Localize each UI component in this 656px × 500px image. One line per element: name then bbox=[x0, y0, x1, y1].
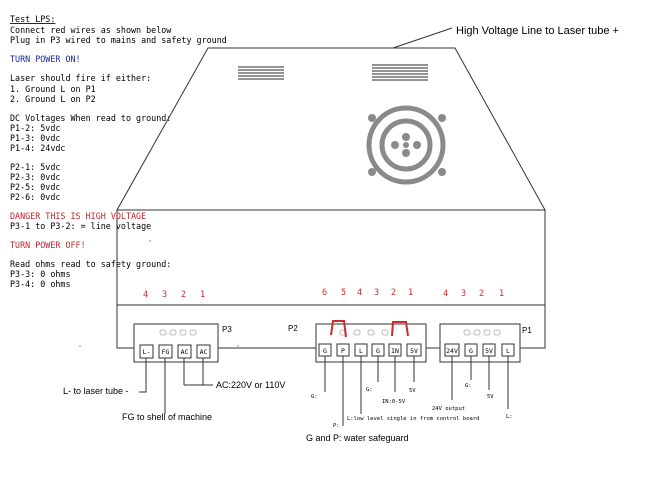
notes-line: P3-4: 0 ohms bbox=[10, 279, 71, 289]
pin-number: 3 bbox=[162, 290, 167, 300]
p1-pin-label: 24V bbox=[446, 347, 458, 355]
pin-desc: 5V bbox=[409, 388, 416, 394]
high-voltage-label: High Voltage Line to Laser tube + bbox=[456, 25, 619, 37]
notes-line: P2-1: 5vdc bbox=[10, 162, 60, 172]
power-on-heading: TURN POWER ON! bbox=[10, 54, 81, 64]
pin-numbers: 4 3 2 1 6 5 4 3 2 1 4 3 2 1 bbox=[143, 288, 504, 300]
notes-line: P3-1 to P3-2: = line voltage bbox=[10, 221, 151, 231]
callout-fg: FG to shell of machine bbox=[122, 412, 212, 422]
p1-pin-label: 5V bbox=[485, 347, 493, 355]
notes-line: Plug in P3 wired to mains and safety gro… bbox=[10, 35, 227, 45]
notes-line: 2. Ground L on P2 bbox=[10, 94, 96, 104]
vent-slots-right bbox=[372, 64, 428, 81]
p3-pin-label: AC bbox=[181, 348, 189, 356]
p2-pin-label: L bbox=[359, 347, 363, 355]
pin-number: 4 bbox=[357, 288, 362, 298]
p3-label: P3 bbox=[222, 325, 232, 334]
test-instructions: Test LPS: Connect red wires as shown bel… bbox=[10, 14, 227, 289]
pin-number: 4 bbox=[443, 289, 448, 299]
notes-line: P1-3: 0vdc bbox=[10, 133, 60, 143]
fan-grille-icon bbox=[366, 105, 446, 185]
psu-front-face bbox=[116, 209, 546, 306]
psu-top-face bbox=[116, 47, 546, 211]
pin-number: 3 bbox=[461, 289, 466, 299]
vent-slots-left bbox=[238, 66, 284, 80]
stray-dots bbox=[79, 240, 239, 347]
notes-line: P2-3: 0vdc bbox=[10, 172, 60, 182]
p2-pin-label: G bbox=[323, 347, 327, 355]
pin-desc: G: bbox=[366, 387, 373, 393]
power-off-heading: TURN POWER OFF! bbox=[10, 240, 86, 250]
p2-label: P2 bbox=[288, 324, 298, 333]
pin-number: 6 bbox=[322, 288, 327, 298]
pin-number: 3 bbox=[374, 288, 379, 298]
callout-gp: G and P: water safeguard bbox=[306, 433, 409, 443]
notes-line: Laser should fire if either: bbox=[10, 73, 151, 83]
callouts: L- to laser tube - FG to shell of machin… bbox=[63, 380, 409, 443]
p3-pin-label: FG bbox=[162, 348, 170, 356]
p2-pin-label: IN bbox=[391, 347, 399, 355]
p2-pin-label: G bbox=[376, 347, 380, 355]
danger-heading: DANGER THIS IS HIGH VOLTAGE bbox=[10, 211, 146, 221]
notes-line: Read ohms read to safety ground: bbox=[10, 259, 171, 269]
p3-pin-label: AC bbox=[200, 348, 208, 356]
pin-number: 2 bbox=[479, 289, 484, 299]
notes-title: Test LPS: bbox=[10, 14, 55, 24]
p1-pin-label: G bbox=[469, 347, 473, 355]
notes-line: Connect red wires as shown below bbox=[10, 25, 172, 35]
pin-desc: 24V output bbox=[432, 406, 465, 412]
notes-line: P3-3: 0 ohms bbox=[10, 269, 71, 279]
callout-ac: AC:220V or 110V bbox=[216, 380, 285, 390]
notes-line: P1-2: 5vdc bbox=[10, 123, 60, 133]
fan-hub-holes bbox=[368, 114, 446, 176]
p1-label: P1 bbox=[522, 326, 532, 335]
pin-number: 2 bbox=[391, 288, 396, 298]
connector-p1: 24V G 5V L P1 bbox=[439, 323, 532, 363]
notes-line: P2-6: 0vdc bbox=[10, 192, 60, 202]
pin-number: 1 bbox=[200, 290, 205, 300]
pin-desc: L: bbox=[506, 414, 513, 420]
leader-lines bbox=[139, 356, 509, 426]
pin-number: 1 bbox=[499, 289, 504, 299]
pin-desc: IN:0-5V bbox=[382, 399, 406, 405]
notes-line: P2-5: 0vdc bbox=[10, 182, 60, 192]
callout-l-minus: L- to laser tube - bbox=[63, 386, 129, 396]
pin-desc: G: bbox=[465, 383, 472, 389]
connector-p3: L- FG AC AC P3 bbox=[133, 323, 232, 363]
jumper-wire-g-p bbox=[330, 320, 347, 338]
pin-number: 5 bbox=[341, 288, 346, 298]
pin-number: 4 bbox=[143, 290, 148, 300]
jumper-wire-in-5v bbox=[391, 321, 409, 337]
notes-line: P1-4: 24vdc bbox=[10, 143, 65, 153]
pin-desc: G: bbox=[311, 394, 318, 400]
notes-line: DC Voltages When read to ground: bbox=[10, 113, 171, 123]
pin-desc: P: bbox=[333, 423, 340, 429]
pin-number: 2 bbox=[181, 290, 186, 300]
pin-desc: 5V bbox=[487, 394, 494, 400]
pin-number: 1 bbox=[408, 288, 413, 298]
psu-housing bbox=[116, 47, 546, 349]
connector-p2: G P L G IN 5V P2 bbox=[288, 320, 427, 363]
p2-pin-label: P bbox=[341, 347, 345, 355]
notes-line: 1. Ground L on P1 bbox=[10, 84, 96, 94]
high-voltage-line bbox=[392, 27, 453, 49]
p3-pin-label: L- bbox=[143, 348, 151, 356]
p2-pin-label: 5V bbox=[410, 347, 418, 355]
p1-pin-label: L bbox=[506, 347, 510, 355]
pin-desc: L:low level single in from control board bbox=[347, 416, 479, 422]
pin-descriptions: G: P: L:low level single in from control… bbox=[311, 383, 513, 429]
